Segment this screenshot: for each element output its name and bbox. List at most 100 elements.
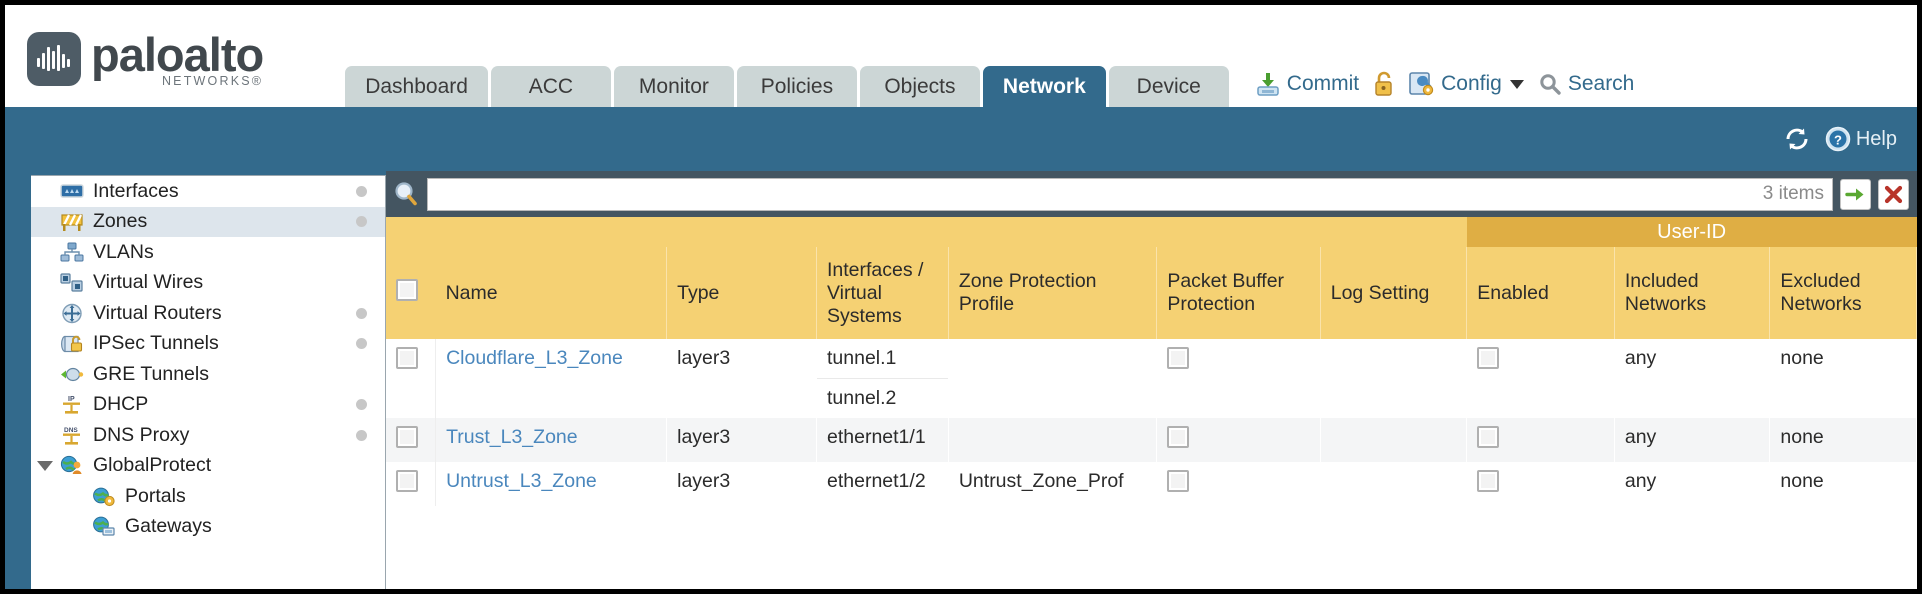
cell-userid-enabled[interactable]	[1466, 339, 1615, 418]
column-header-excluded-networks[interactable]: Excluded Networks	[1769, 247, 1917, 339]
zone-name-link[interactable]: Untrust_L3_Zone	[446, 470, 597, 492]
cell-packet-buffer-protection[interactable]	[1156, 462, 1321, 506]
cell-type: layer3	[666, 339, 817, 418]
sidebar-item-virtual-routers[interactable]: Virtual Routers	[31, 298, 385, 329]
tab-dashboard[interactable]: Dashboard	[345, 66, 488, 107]
search-magnifier-icon	[1538, 72, 1562, 96]
sidebar-item-interfaces[interactable]: Interfaces	[31, 176, 385, 207]
unlock-padlock-icon	[1373, 71, 1395, 97]
sidebar-item-gateways[interactable]: Gateways	[31, 512, 385, 543]
cell-log-setting	[1320, 462, 1468, 506]
row-select-cell[interactable]	[386, 462, 437, 506]
cell-excluded-networks: none	[1769, 418, 1917, 462]
tab-monitor[interactable]: Monitor	[613, 66, 734, 107]
zone-name-link[interactable]: Cloudflare_L3_Zone	[446, 347, 623, 369]
row-select-cell[interactable]	[386, 418, 437, 462]
config-menu[interactable]: Config	[1409, 71, 1524, 97]
select-all-header[interactable]	[386, 247, 436, 339]
userid-enabled-checkbox[interactable]	[1477, 470, 1500, 492]
search-input[interactable]	[436, 183, 1753, 205]
sidebar-item-label: Gateways	[125, 515, 212, 538]
tab-device[interactable]: Device	[1108, 66, 1229, 107]
sidebar-item-globalprotect[interactable]: GlobalProtect	[31, 451, 385, 482]
sidebar-item-label: Virtual Routers	[93, 301, 222, 324]
cell-zone-protection-profile	[948, 418, 1158, 462]
refresh-icon	[1783, 126, 1811, 152]
filter-input-wrapper[interactable]: 3 items	[427, 177, 1833, 211]
cell-name: Cloudflare_L3_Zone	[435, 339, 668, 418]
packet-buffer-protection-checkbox[interactable]	[1167, 426, 1190, 448]
column-header-enabled[interactable]: Enabled	[1466, 247, 1615, 339]
sidebar-item-portals[interactable]: Portals	[31, 481, 385, 512]
help-question-icon: ?	[1825, 126, 1851, 152]
sidebar-item-vlans[interactable]: VLANs	[31, 237, 385, 268]
apply-filter-button[interactable]	[1840, 178, 1871, 210]
packet-buffer-protection-checkbox[interactable]	[1167, 347, 1190, 369]
column-header-zone-protection-profile[interactable]: Zone Protection Profile	[948, 247, 1158, 339]
zone-name-link[interactable]: Trust_L3_Zone	[446, 426, 578, 448]
column-header-type[interactable]: Type	[666, 247, 817, 339]
search-magnifier-icon	[392, 180, 420, 208]
cell-type: layer3	[666, 418, 817, 462]
row-select-checkbox[interactable]	[396, 426, 418, 448]
sidebar-item-label: IPSec Tunnels	[93, 332, 219, 355]
help-button[interactable]: ? Help	[1825, 126, 1897, 152]
sidebar-item-zones[interactable]: Zones	[31, 206, 385, 237]
vlans-icon	[59, 241, 85, 263]
row-select-checkbox[interactable]	[396, 470, 418, 492]
expander-triangle-icon[interactable]	[37, 460, 53, 471]
tab-network[interactable]: Network	[982, 66, 1106, 107]
row-select-cell[interactable]	[386, 339, 437, 418]
packet-buffer-protection-checkbox[interactable]	[1167, 470, 1190, 492]
help-label: Help	[1855, 127, 1897, 150]
column-header-included-networks[interactable]: Included Networks	[1614, 247, 1771, 339]
dhcp-icon: IP	[59, 394, 85, 416]
chevron-down-icon[interactable]	[1509, 79, 1524, 89]
refresh-button[interactable]	[1783, 126, 1811, 152]
sidebar-item-virtual-wires[interactable]: Virtual Wires	[31, 268, 385, 299]
cell-interfaces: ethernet1/2	[816, 462, 949, 506]
userid-enabled-checkbox[interactable]	[1477, 347, 1500, 369]
cell-included-networks: any	[1614, 462, 1771, 506]
sub-header-band: ? Help	[5, 107, 1917, 171]
column-header-interfaces[interactable]: Interfaces / Virtual Systems	[816, 247, 949, 339]
commit-label: Commit	[1286, 72, 1360, 95]
sidebar-item-status-dot	[356, 185, 367, 197]
sidebar-item-ipsec-tunnels[interactable]: IPSec Tunnels	[31, 329, 385, 360]
tab-policies[interactable]: Policies	[736, 66, 857, 107]
lock-button[interactable]	[1373, 71, 1395, 97]
main-panel: 3 items	[386, 171, 1917, 589]
userid-enabled-checkbox[interactable]	[1477, 426, 1500, 448]
cell-packet-buffer-protection[interactable]	[1156, 418, 1321, 462]
cell-packet-buffer-protection[interactable]	[1156, 339, 1321, 418]
cell-userid-enabled[interactable]	[1466, 418, 1615, 462]
tab-acc[interactable]: ACC	[490, 66, 611, 107]
globalprotect-icon	[59, 455, 85, 477]
tab-objects[interactable]: Objects	[859, 66, 980, 107]
sidebar-item-gre-tunnels[interactable]: GRE Tunnels	[31, 359, 385, 390]
search-button[interactable]: Search	[1538, 72, 1635, 96]
brand-tagline: NETWORKS®	[161, 73, 264, 88]
column-header-packet-buffer-protection[interactable]: Packet Buffer Protection	[1156, 247, 1321, 339]
clear-filter-button[interactable]	[1878, 178, 1909, 210]
svg-text:DNS: DNS	[64, 427, 78, 434]
table-header-row: Name Type Interfaces / Virtual Systems Z…	[386, 247, 1917, 339]
column-header-name[interactable]: Name	[435, 247, 668, 339]
commit-button[interactable]: Commit	[1255, 71, 1359, 97]
select-all-checkbox[interactable]	[396, 279, 418, 301]
cell-userid-enabled[interactable]	[1466, 462, 1615, 506]
cell-interfaces: ethernet1/1	[816, 418, 949, 462]
row-select-checkbox[interactable]	[396, 347, 418, 369]
sidebar-item-label: GRE Tunnels	[93, 362, 209, 385]
search-label: Search	[1567, 72, 1635, 95]
column-header-log-setting[interactable]: Log Setting	[1320, 247, 1468, 339]
cell-name: Trust_L3_Zone	[435, 418, 668, 462]
interface-entry: tunnel.1	[817, 339, 948, 379]
